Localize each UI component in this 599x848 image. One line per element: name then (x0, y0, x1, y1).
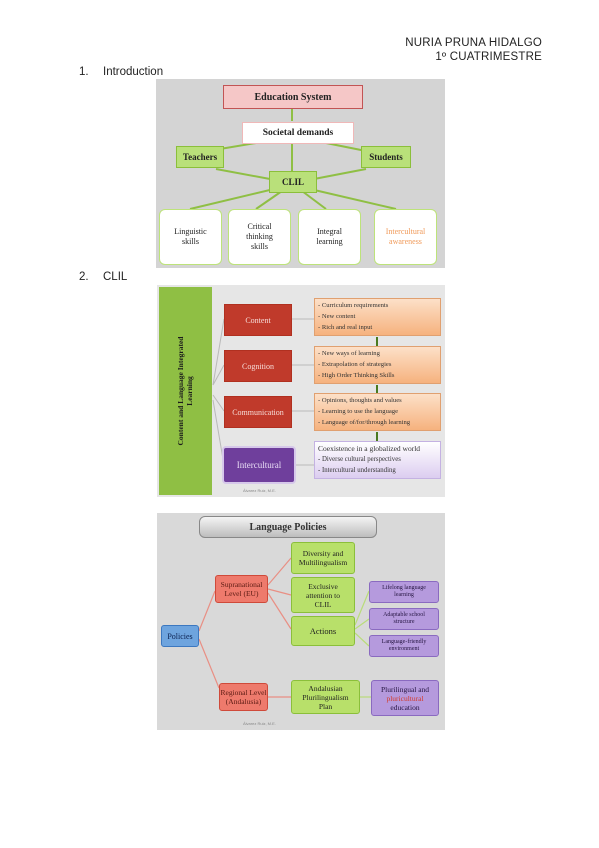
supranational-line2: Level (EU) (224, 589, 259, 598)
intercultural-details: Coexistence in a globalized world - Dive… (314, 441, 441, 479)
section-1-title: Introduction (103, 66, 164, 78)
teachers-box: Teachers (176, 146, 224, 168)
skill-critical-line3: skills (251, 242, 268, 251)
content-detail-1: - Curriculum requirements (318, 302, 389, 309)
lifelong-line2: learning (394, 592, 414, 598)
clil-watermark: Álvarez Ruiz, M.E. (243, 488, 276, 493)
term-label: 1º CUATRIMESTRE (435, 51, 542, 63)
skill-integral-line2: learning (316, 237, 343, 246)
education-line1: Plurilingual and (380, 684, 430, 694)
education-line3: education (390, 702, 420, 712)
content-detail-2: - New content (318, 313, 356, 320)
regional-line1: Regional Level (220, 688, 267, 697)
diversity-line2: Multilingualism (298, 558, 348, 567)
diversity-node: Diversity and Multilingualism (291, 542, 355, 574)
content-details: - Curriculum requirements - New content … (314, 298, 441, 336)
societal-demands-box: Societal demands (242, 122, 354, 144)
regional-line2: (Andalusia) (225, 697, 262, 706)
author-name: NURIA PRUNA HIDALGO (405, 37, 542, 49)
skill-intercultural-line1: Intercultural (385, 227, 426, 236)
language-policies-title: Language Policies (199, 516, 377, 538)
section-1-heading: 1. Introduction (79, 66, 163, 78)
communication-detail-3: - Language of/for/through learning (318, 419, 411, 426)
clil-4c-diagram: Content and Language Integrated Learning… (157, 285, 445, 497)
skill-intercultural-line2: awareness (389, 237, 422, 246)
supranational-line1: Supranational (220, 580, 263, 589)
skill-linguistic-line2: skills (182, 237, 199, 246)
andalusian-line2: Plurilingualism (302, 692, 349, 702)
clil-connectors (212, 318, 378, 466)
skill-intercultural-awareness: Intercultural awareness (374, 209, 437, 265)
supranational-node: Supranational Level (EU) (215, 575, 268, 603)
friendly-line2: environment (388, 646, 420, 652)
skill-critical-line2: thinking (246, 232, 273, 241)
skill-linguistic: Linguistic skills (159, 209, 222, 265)
category-intercultural: Intercultural (222, 446, 296, 484)
section-2-number: 2. (79, 271, 89, 283)
lifelong-line1: Lifelong language (382, 585, 426, 591)
section-2-title: CLIL (103, 271, 128, 283)
content-detail-3: - Rich and real input (318, 324, 373, 331)
communication-details: - Opinions, thoughts and values - Learni… (314, 393, 441, 431)
skill-linguistic-line1: Linguistic (174, 227, 207, 236)
communication-detail-1: - Opinions, thoughts and values (318, 397, 402, 404)
skill-integral-learning: Integral learning (298, 209, 361, 265)
andalusian-line3: Plan (318, 701, 333, 711)
exclusive-node: Exclusive attention to CLIL (291, 577, 355, 613)
education-system-diagram: Education System Societal demands Teache… (156, 79, 445, 268)
communication-detail-2: - Learning to use the language (318, 408, 399, 415)
exclusive-line2: attention to (306, 590, 340, 600)
plurilingual-education-node: Plurilingual and pluricultural education (371, 680, 439, 716)
lifelong-node: Lifelong language learning (369, 581, 439, 603)
intercultural-detail-1: Coexistence in a globalized world (318, 444, 421, 453)
section-2-heading: 2. CLIL (79, 271, 127, 283)
cognition-detail-2: - Extrapolation of strategies (318, 361, 392, 368)
friendly-line1: Language-friendly (381, 639, 427, 645)
policies-connectors (198, 557, 371, 698)
policies-node: Policies (161, 625, 199, 647)
skill-critical-line1: Critical (247, 222, 272, 231)
intercultural-detail-2: - Diverse cultural perspectives (318, 456, 401, 463)
category-content: Content (224, 304, 292, 336)
skill-integral-line1: Integral (317, 227, 342, 236)
intercultural-detail-3: - Intercultural understanding (318, 467, 396, 474)
adaptable-line2: structure (393, 619, 415, 625)
cognition-detail-1: - New ways of learning (318, 350, 380, 357)
diversity-line1: Diversity and (302, 549, 344, 558)
skill-critical-thinking: Critical thinking skills (228, 209, 291, 265)
exclusive-line3: CLIL (314, 599, 332, 609)
andalusian-line1: Andalusian (308, 683, 343, 693)
category-communication: Communication (224, 396, 292, 428)
adaptable-line1: Adaptable school (383, 612, 425, 618)
category-cognition: Cognition (224, 350, 292, 382)
friendly-node: Language-friendly environment (369, 635, 439, 657)
clil-box: CLIL (269, 171, 317, 193)
andalusian-plan-node: Andalusian Plurilingualism Plan (291, 680, 360, 714)
cognition-details: - New ways of learning - Extrapolation o… (314, 346, 441, 384)
document-header: NURIA PRUNA HIDALGO 1º CUATRIMESTRE (405, 36, 542, 64)
education-line2-highlight: pluricultural (386, 693, 424, 703)
cognition-detail-3: - High Order Thinking Skills (318, 372, 395, 379)
students-box: Students (361, 146, 411, 168)
regional-node: Regional Level (Andalusia) (219, 683, 268, 711)
education-system-box: Education System (223, 85, 363, 109)
adaptable-node: Adaptable school structure (369, 608, 439, 630)
exclusive-line1: Exclusive (308, 581, 338, 591)
policies-watermark: Álvarez Ruiz, M.E. (243, 721, 276, 726)
language-policies-diagram: Language Policies Policies Supranational… (157, 513, 445, 730)
actions-node: Actions (291, 616, 355, 646)
vertical-title-bar (159, 287, 212, 495)
section-1-number: 1. (79, 66, 89, 78)
